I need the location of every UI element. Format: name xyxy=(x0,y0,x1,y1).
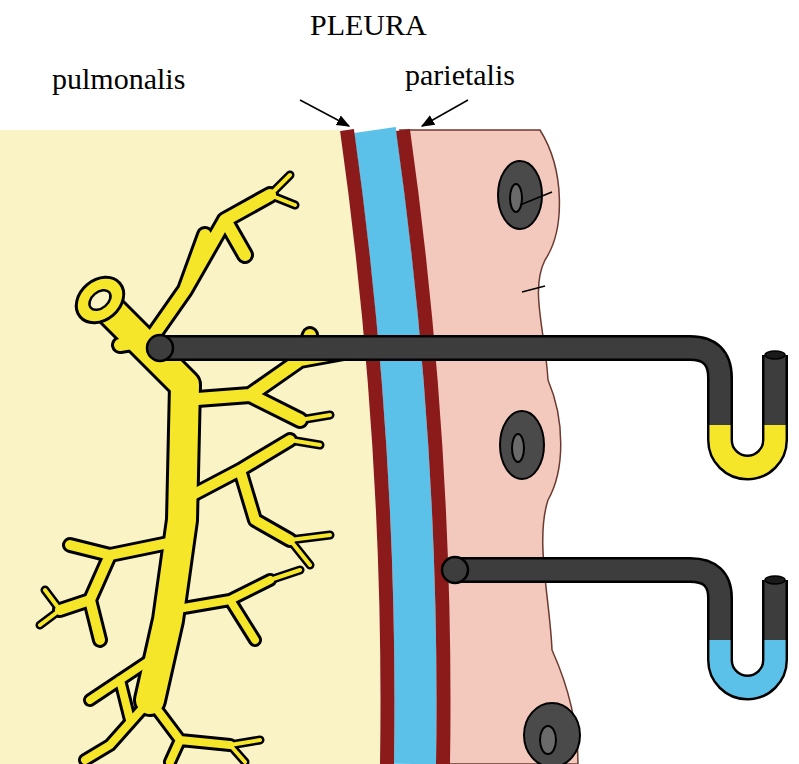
manometer-tube xyxy=(442,557,785,688)
heading-label: PLEURA xyxy=(310,8,427,41)
bronchial-tree xyxy=(40,175,355,762)
rib xyxy=(500,411,544,479)
rib xyxy=(498,161,552,292)
rib xyxy=(524,703,580,764)
manometer-tube xyxy=(147,335,785,468)
visceral-pleura xyxy=(347,130,388,764)
part-label: parietalis xyxy=(405,58,515,91)
parietal-pleura xyxy=(403,130,444,764)
leader-arrow xyxy=(422,100,468,126)
lung-tissue xyxy=(0,130,381,764)
part-label: pulmonalis xyxy=(52,62,185,95)
leader-arrow xyxy=(300,100,349,126)
